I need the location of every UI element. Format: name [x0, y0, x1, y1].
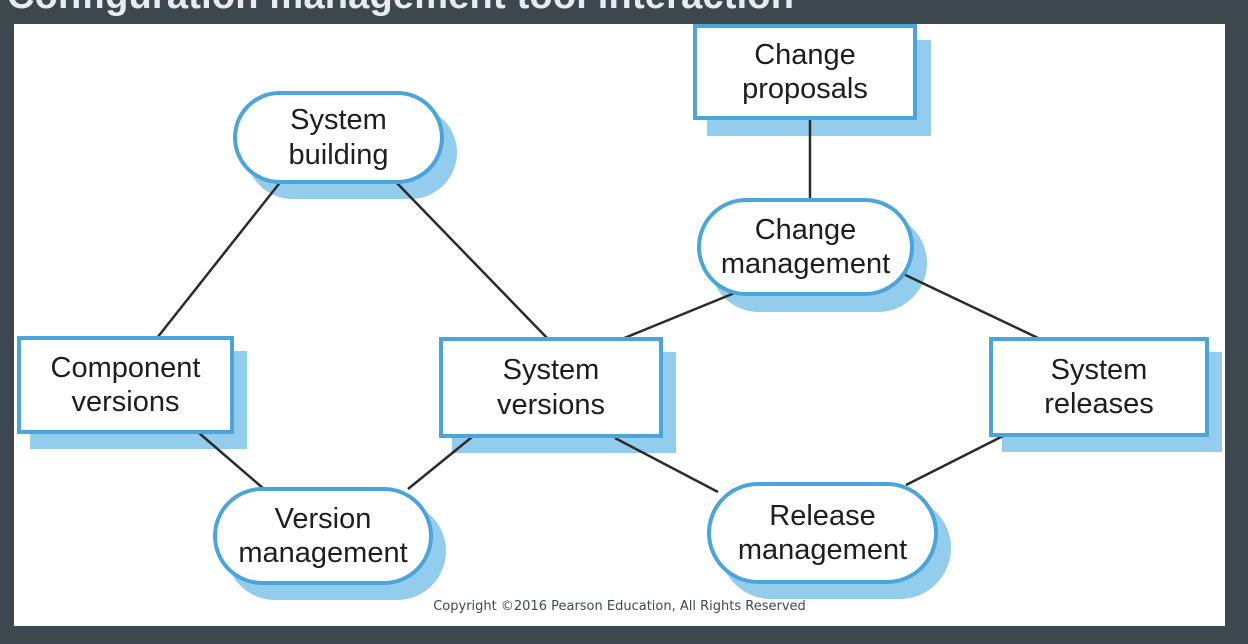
node-system-building: System building	[233, 91, 444, 184]
connector-system-versions-to-version-management	[407, 436, 473, 490]
connector-change-management-to-system-versions	[621, 290, 738, 341]
node-label-line: Change	[754, 38, 856, 71]
node-label-line: Component	[50, 351, 201, 384]
node-label-line: System	[1050, 353, 1148, 386]
node-label-line: Release	[769, 499, 876, 532]
node-label-line: Change	[754, 213, 857, 246]
node-label-line: versions	[497, 388, 605, 421]
node-label-line: proposals	[742, 73, 868, 105]
node-release-management: Release management	[707, 482, 938, 584]
node-label-line: System	[290, 104, 387, 137]
node-label-line: building	[288, 138, 389, 171]
node-label-line: management	[737, 534, 908, 566]
connector-change-management-to-system-releases	[896, 269, 1039, 340]
node-version-management: Version management	[213, 487, 433, 585]
node-label-line: management	[720, 248, 891, 280]
node-label-line: releases	[1044, 388, 1154, 420]
node-label-line: versions	[71, 386, 180, 418]
connector-system-building-to-component-versions	[156, 179, 283, 339]
node-system-versions: System versions	[439, 337, 663, 438]
connector-component-versions-to-version-management	[198, 432, 265, 490]
copyright-notice: Copyright ©2016 Pearson Education, All R…	[433, 599, 806, 614]
node-component-versions: Component versions	[17, 336, 234, 434]
node-label-line: management	[238, 537, 408, 569]
node-change-proposals: Change proposals	[693, 24, 917, 120]
slide-title: Configuration management tool interactio…	[7, 0, 794, 15]
node-change-management: Change management	[697, 198, 914, 296]
node-label-line: System	[502, 354, 600, 387]
node-label-line: Version	[274, 502, 372, 535]
connector-system-versions-to-release-management	[614, 436, 719, 494]
connector-system-releases-to-release-management	[905, 434, 1004, 487]
connector-system-building-to-system-versions	[393, 179, 549, 340]
node-system-releases: System releases	[989, 337, 1209, 437]
